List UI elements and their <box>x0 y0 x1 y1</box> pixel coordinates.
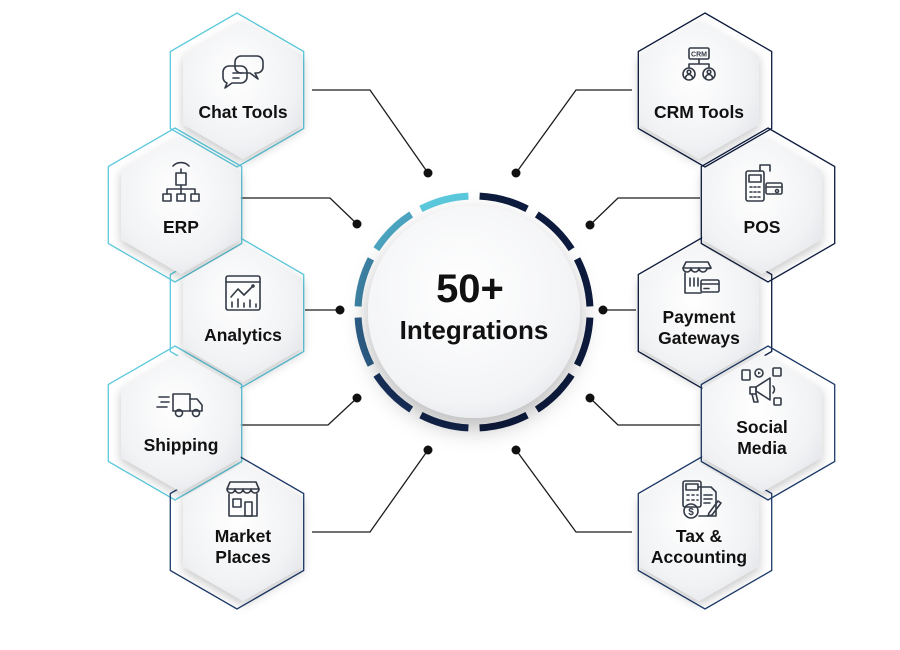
connector-market-places-dot <box>423 445 433 455</box>
shop-card-icon <box>682 261 720 294</box>
hex-outline-shipping <box>107 345 243 501</box>
chat-bubbles-icon <box>222 55 264 89</box>
ring-segment <box>419 411 469 432</box>
hex-outline-crm-tools <box>637 12 773 168</box>
ring-segment <box>419 192 469 213</box>
connector-erp <box>240 197 358 225</box>
center-ring <box>354 192 594 432</box>
hex-label-shipping: Shipping <box>144 435 219 455</box>
hex-tile-chat-tools <box>183 21 303 159</box>
hex-tile-market-places <box>183 463 303 601</box>
calculator-document-icon: $ <box>682 480 722 519</box>
connector-tax-accounting <box>515 449 632 533</box>
hex-pos: POS <box>702 136 822 274</box>
hex-tile-payment-gateways <box>639 244 759 382</box>
ring-segment <box>373 372 414 413</box>
connector-social-media-dot <box>585 393 595 403</box>
center-disc <box>368 206 580 418</box>
hex-tile-erp <box>121 136 241 274</box>
hex-crm-tools: CRM CRM Tools <box>639 21 759 159</box>
storefront-icon <box>226 481 260 517</box>
ring-segment <box>373 211 414 252</box>
hex-erp: ERP <box>121 136 241 274</box>
hex-tile-tax-accounting <box>639 463 759 601</box>
pos-terminal-icon <box>745 164 783 202</box>
center-hub: 50+ Integrations <box>354 192 594 432</box>
connector-tax-accounting-dot <box>511 445 521 455</box>
hex-tile-pos <box>702 136 822 274</box>
hex-outline-tax-accounting <box>637 454 773 610</box>
connector-shipping <box>240 397 358 426</box>
hex-shipping: Shipping <box>121 354 241 492</box>
ring-segment <box>534 372 575 413</box>
hex-outline-erp <box>107 127 243 283</box>
hex-tile-analytics <box>183 244 303 382</box>
delivery-truck-icon <box>156 393 203 418</box>
hex-outline-market-places <box>169 454 305 610</box>
ring-segment <box>573 317 594 367</box>
hex-label-analytics: Analytics <box>204 325 282 345</box>
center-label: Integrations <box>400 315 549 345</box>
connector-chat-tools <box>312 89 429 174</box>
connector-lines <box>240 89 700 533</box>
hex-label-chat-tools: Chat Tools <box>198 102 287 122</box>
ring-segment <box>534 211 575 252</box>
hex-label-market-places: Market <box>215 526 272 546</box>
hex-tile-crm-tools <box>639 21 759 159</box>
connector-market-places <box>312 449 429 533</box>
hex-tax-accounting: $ Tax &Accounting <box>639 463 759 601</box>
ring-segment <box>354 257 375 307</box>
hex-analytics: Analytics <box>183 244 303 382</box>
hex-label-tax-accounting: Tax & <box>676 526 723 546</box>
hex-label-social-media: Media <box>737 438 787 458</box>
hex-label-social-media: Social <box>736 417 788 437</box>
ring-segment <box>573 257 594 307</box>
hex-label-pos: POS <box>744 217 781 237</box>
hex-tile-social-media <box>702 354 822 492</box>
analytics-chart-icon <box>225 275 261 311</box>
hex-label-tax-accounting: Accounting <box>651 547 747 567</box>
hex-label-market-places: Places <box>215 547 271 567</box>
hex-label-crm-tools: CRM Tools <box>654 102 744 122</box>
megaphone-icon <box>741 367 782 406</box>
hex-label-payment-gateways: Payment <box>663 307 736 327</box>
connector-shipping-dot <box>352 393 362 403</box>
connector-chat-tools-dot <box>423 168 433 178</box>
hex-outline-pos <box>700 127 836 283</box>
hex-outline-social-media <box>700 345 836 501</box>
connector-pos-dot <box>585 220 595 230</box>
connector-analytics-dot <box>335 305 345 315</box>
network-building-icon <box>162 161 200 202</box>
connector-social-media <box>589 397 700 426</box>
hex-outlines <box>107 12 836 610</box>
connector-crm-tools <box>515 89 632 174</box>
crm-icon-text: CRM <box>691 52 707 59</box>
connector-payment-gateways-dot <box>598 305 608 315</box>
hex-label-payment-gateways: Gateways <box>658 328 740 348</box>
ring-segment <box>479 411 529 432</box>
ring-segment <box>479 192 529 213</box>
connector-pos <box>589 197 700 226</box>
hex-chat-tools: Chat Tools <box>183 21 303 159</box>
center-number: 50+ <box>436 267 504 311</box>
hex-label-erp: ERP <box>163 217 199 237</box>
ring-segment <box>354 317 375 367</box>
hex-tile-shipping <box>121 354 241 492</box>
dollar-icon: $ <box>688 507 694 518</box>
connector-crm-tools-dot <box>511 168 521 178</box>
crm-people-icon: CRM <box>682 47 716 81</box>
hex-outline-chat-tools <box>169 12 305 168</box>
connector-erp-dot <box>352 219 362 229</box>
